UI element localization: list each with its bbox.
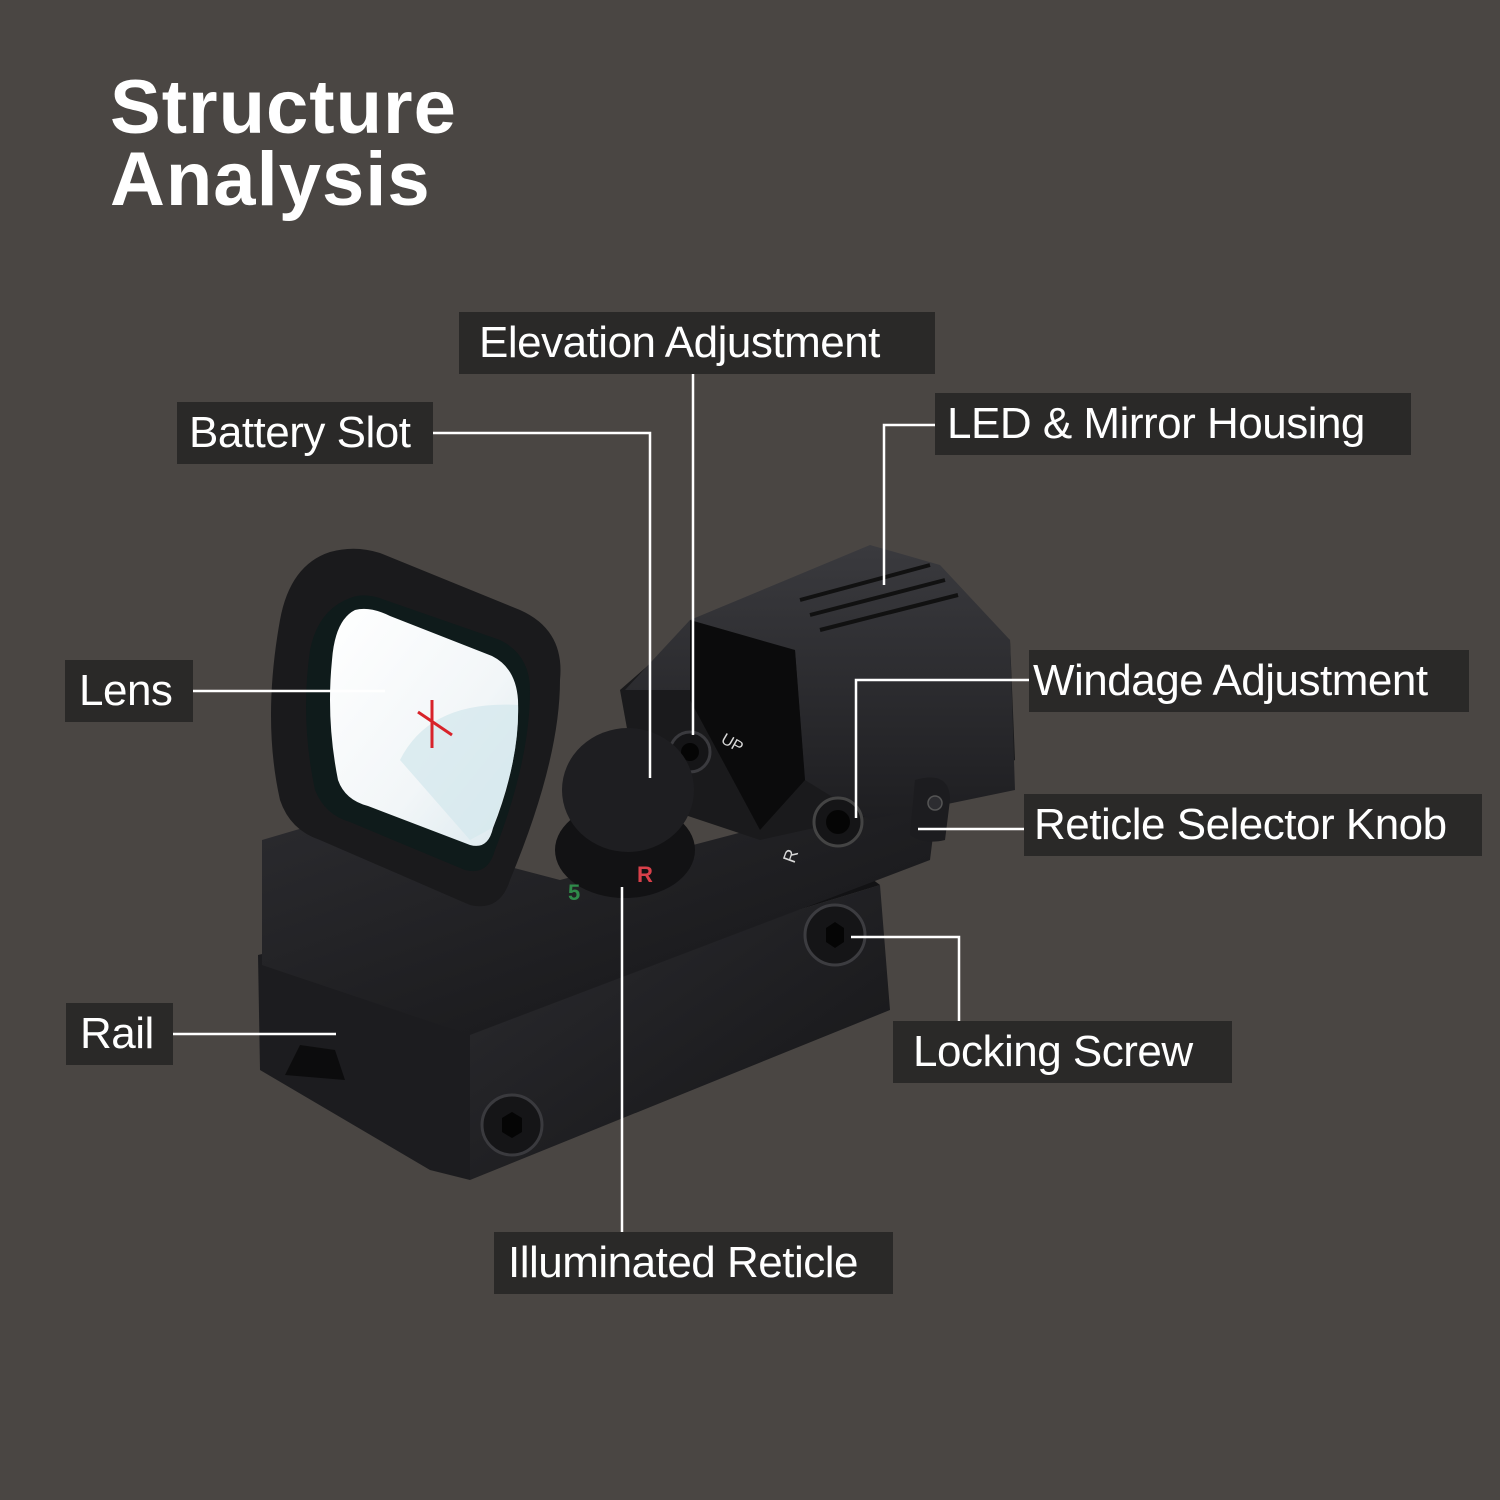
leader-windage bbox=[854, 678, 1030, 818]
callout-battery-slot: Battery Slot bbox=[177, 402, 433, 464]
leader-led-housing bbox=[882, 423, 936, 585]
callout-lens: Lens bbox=[65, 660, 193, 722]
callout-led-mirror-housing: LED & Mirror Housing bbox=[935, 393, 1411, 455]
dial-mark-5: 5 bbox=[568, 880, 580, 905]
callout-reticle-selector-knob: Reticle Selector Knob bbox=[1024, 794, 1482, 856]
side-knob bbox=[910, 777, 950, 842]
dial-mark-r: R bbox=[637, 862, 653, 887]
lens-hood bbox=[271, 548, 561, 907]
led-mirror-housing-part bbox=[625, 545, 1015, 830]
reticle-cross bbox=[417, 700, 453, 748]
title-line-2: Analysis bbox=[110, 137, 431, 222]
callout-elevation-adjustment: Elevation Adjustment bbox=[459, 312, 935, 374]
reticle-dial: 5 R bbox=[555, 728, 695, 905]
leader-battery bbox=[433, 431, 652, 778]
leader-lines bbox=[173, 374, 1030, 1232]
r-engraving: R bbox=[779, 846, 802, 865]
callout-windage-adjustment: Windage Adjustment bbox=[1029, 650, 1469, 712]
leader-locking-screw bbox=[851, 935, 961, 1022]
windage-screw: R bbox=[779, 796, 864, 866]
rail-slot bbox=[285, 1045, 345, 1080]
locking-screw-part bbox=[803, 903, 867, 967]
callout-locking-screw: Locking Screw bbox=[893, 1021, 1232, 1083]
page-title: Structure Analysis bbox=[110, 65, 457, 222]
callout-rail: Rail bbox=[66, 1003, 173, 1065]
title-line-1: Structure bbox=[110, 65, 457, 150]
callout-illuminated-reticle: Illuminated Reticle bbox=[494, 1232, 893, 1294]
